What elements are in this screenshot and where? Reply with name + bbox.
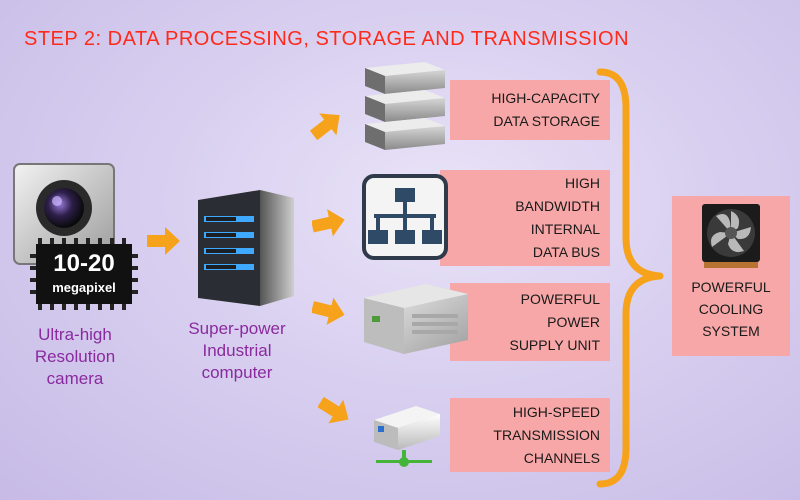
storage-stack-icon — [355, 58, 455, 158]
page-title: STEP 2: DATA PROCESSING, STORAGE AND TRA… — [24, 28, 630, 50]
server-icon — [190, 186, 300, 310]
component-box-transmission: HIGH-SPEED TRANSMISSION CHANNELS — [450, 398, 610, 472]
network-bus-icon — [362, 174, 448, 260]
arrow-right-icon — [147, 227, 180, 255]
curly-brace-icon — [596, 68, 664, 488]
chip-text-sub: megapixel — [52, 280, 116, 295]
cooling-fan-icon — [702, 204, 760, 268]
arrow-down-right-icon — [318, 396, 349, 424]
cooling-line-3: SYSTEM — [702, 323, 760, 339]
power-supply-icon — [356, 278, 474, 358]
arrow-right-icon — [312, 209, 345, 237]
megapixel-chip: 10-20 megapixel — [30, 238, 140, 310]
transmission-hub-icon — [364, 396, 446, 478]
cooling-line-1: POWERFUL — [691, 279, 771, 295]
cooling-line-2: COOLING — [698, 301, 764, 317]
computer-label: Super-power Industrial computer — [188, 319, 286, 382]
component-box-power: POWERFUL POWER SUPPLY UNIT — [450, 283, 610, 361]
arrow-up-right-icon — [310, 113, 340, 140]
camera-label: Ultra-high Resolution camera — [34, 325, 116, 388]
component-box-databus: HIGH BANDWIDTH INTERNAL DATA BUS — [440, 170, 610, 266]
component-box-storage: HIGH-CAPACITY DATA STORAGE — [450, 80, 610, 140]
cooling-system-box: POWERFUL COOLING SYSTEM — [672, 196, 790, 356]
arrow-right-icon — [312, 297, 345, 325]
chip-text-main: 10-20 — [53, 250, 115, 277]
